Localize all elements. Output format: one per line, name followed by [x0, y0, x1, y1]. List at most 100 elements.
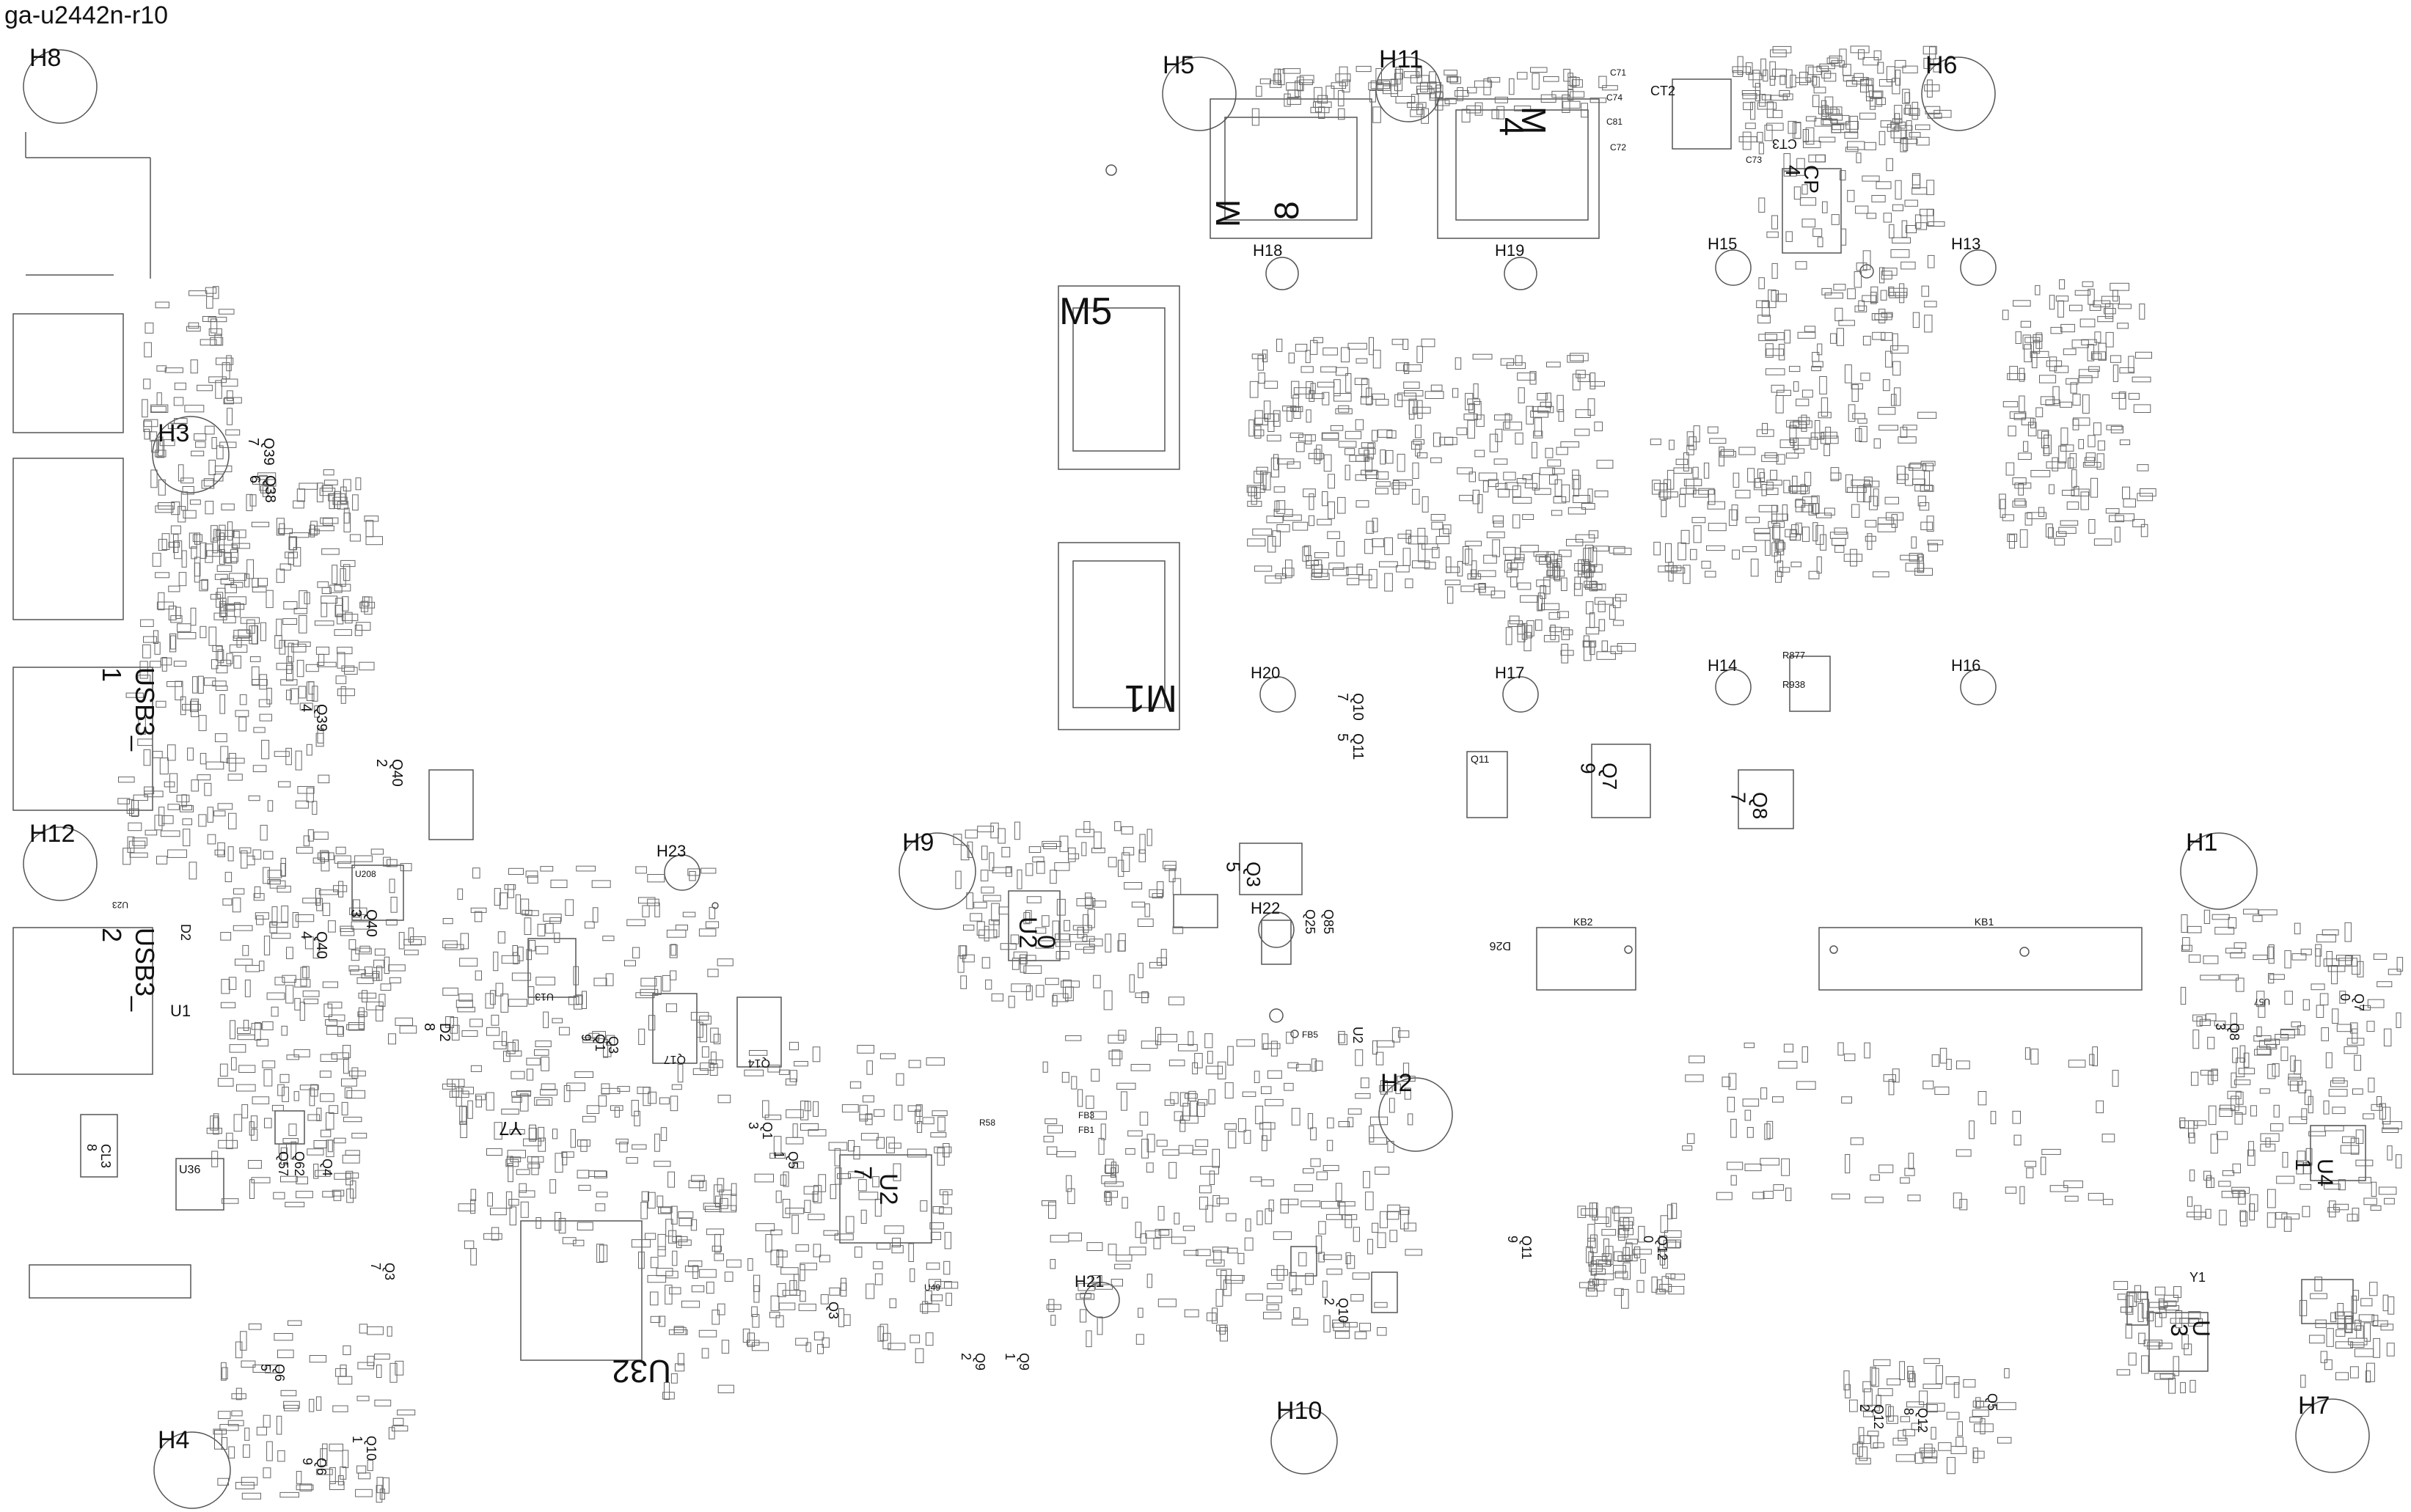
ct2-frame [1672, 78, 1732, 150]
smd-part [321, 548, 340, 555]
smd-part [1812, 352, 1820, 362]
smd-part [2098, 342, 2107, 361]
smd-part [137, 675, 151, 683]
smd-part [201, 480, 215, 489]
smd-part [1683, 452, 1689, 471]
smd-part [1708, 426, 1719, 434]
smd-part [2350, 1137, 2360, 1155]
smd-part [2044, 434, 2052, 455]
smd-part [1554, 479, 1562, 497]
smd-part [262, 1060, 276, 1068]
smd-part [770, 1295, 780, 1311]
smd-part [1512, 496, 1532, 504]
smd-part [1108, 1244, 1117, 1255]
smd-part [1286, 1032, 1294, 1044]
smd-part [1138, 963, 1144, 978]
smd-part [1303, 545, 1311, 557]
smd-part [1318, 1221, 1326, 1235]
smd-part [1902, 89, 1910, 104]
smd-part [1530, 410, 1549, 418]
smd-part [1446, 587, 1454, 604]
smd-part [711, 1310, 720, 1325]
smd-part [1157, 1299, 1177, 1307]
smd-part [1446, 557, 1452, 573]
hole-h20-label: H20 [1251, 664, 1280, 682]
smd-part [2027, 422, 2037, 436]
smd-part [1195, 1139, 1209, 1147]
smd-part [1609, 605, 1616, 620]
smd-part [271, 1104, 284, 1112]
smd-part [155, 572, 169, 579]
smd-part [315, 1170, 331, 1177]
r58-label: R58 [979, 1118, 995, 1128]
smd-part [128, 840, 146, 849]
cp4-label: CP [1800, 165, 1823, 194]
smd-part [294, 979, 311, 988]
smd-part [1514, 106, 1532, 111]
smd-part [126, 799, 134, 814]
smd-part [945, 1293, 952, 1306]
smd-part [2049, 356, 2057, 372]
smd-part [2060, 323, 2075, 333]
smd-part [677, 1353, 684, 1365]
smd-part [340, 1365, 347, 1377]
smd-part [389, 878, 395, 893]
smd-part [2236, 1057, 2245, 1078]
smd-part [280, 1175, 298, 1183]
smd-part [318, 653, 325, 666]
smd-part [238, 1065, 256, 1074]
smd-part [348, 939, 356, 950]
smd-part [1661, 1276, 1669, 1291]
smd-part [991, 993, 1003, 1002]
smd-part [580, 1139, 588, 1152]
smd-part [1636, 1280, 1644, 1293]
smd-part [2218, 1181, 2231, 1187]
smd-part [812, 1046, 821, 1063]
smd-part [1533, 430, 1543, 438]
smd-part [1359, 1323, 1371, 1332]
smd-part [282, 618, 298, 625]
smd-part [1933, 58, 1942, 73]
smd-part [1293, 406, 1301, 419]
smd-part [1280, 1198, 1299, 1205]
hole-h15 [1715, 249, 1752, 286]
smd-part [249, 494, 257, 507]
smd-part [1280, 1199, 1289, 1214]
smd-part [1912, 478, 1925, 485]
smd-part [168, 541, 180, 548]
smd-part [1886, 158, 1893, 172]
smd-part [1906, 120, 1912, 140]
smd-part [180, 805, 194, 812]
smd-part [527, 875, 538, 884]
smd-part [263, 936, 271, 955]
smd-part [1320, 1200, 1339, 1209]
smd-part [1794, 122, 1801, 139]
smd-part [1489, 433, 1499, 452]
smd-part [1747, 468, 1755, 482]
smd-part [1121, 1091, 1127, 1111]
smd-part [804, 1101, 811, 1112]
smd-part [1333, 393, 1352, 402]
smd-part [1917, 411, 1937, 419]
smd-part [1463, 414, 1478, 421]
smd-part [255, 912, 269, 920]
smd-part [2030, 470, 2051, 477]
smd-part [2033, 340, 2041, 354]
smd-part [1868, 90, 1884, 98]
smd-part [1296, 1063, 1311, 1071]
smd-part [306, 744, 312, 756]
smd-part [348, 965, 359, 972]
smd-part [227, 846, 234, 862]
smd-part [1865, 520, 1877, 528]
smd-part [2366, 1021, 2375, 1032]
smd-part [1517, 72, 1528, 80]
smd-part [989, 852, 995, 871]
smd-part [235, 958, 253, 966]
smd-part [155, 505, 174, 513]
smd-part [615, 1138, 629, 1145]
hole-h12-label: H12 [29, 820, 75, 848]
smd-part [357, 1011, 367, 1017]
smd-part [857, 1179, 867, 1192]
smd-part [665, 1271, 678, 1279]
smd-part [2288, 1074, 2301, 1079]
